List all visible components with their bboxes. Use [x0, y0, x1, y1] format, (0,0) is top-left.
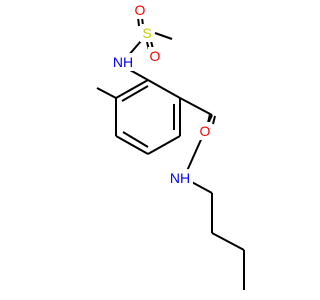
ring-carbonyl-bond [179, 97, 213, 116]
nh-ring-bond [129, 69, 149, 81]
butyl-bond-3 [211, 232, 245, 251]
atom-O1-label: O [135, 2, 146, 18]
atom-O2-label: O [150, 48, 161, 64]
atom-O1: O [133, 1, 147, 19]
ring-bond-3 [147, 135, 181, 155]
atom-S-label: S [142, 25, 151, 41]
methyl-bond [96, 87, 117, 99]
ring-double-3 [121, 85, 149, 102]
molecule-structure: S O O NH O NH [96, 1, 245, 290]
atom-O3: O [198, 122, 212, 140]
atom-O2: O [148, 47, 162, 65]
ring-double-2 [122, 131, 149, 148]
co-bond-b [212, 115, 216, 125]
atom-S: S [140, 24, 154, 42]
ring-bond-1 [147, 79, 181, 99]
atom-N1: NH [110, 53, 136, 71]
atom-layer: S O O NH O NH [110, 1, 212, 187]
atom-O3-label: O [200, 123, 211, 139]
ring-bond-4 [115, 135, 149, 155]
atom-N2-label: NH [170, 170, 190, 186]
ring-bond-6 [115, 79, 149, 99]
s-methyl-bond [154, 32, 173, 40]
atom-N2: NH [167, 169, 193, 187]
atom-N1-label: NH [113, 54, 133, 70]
